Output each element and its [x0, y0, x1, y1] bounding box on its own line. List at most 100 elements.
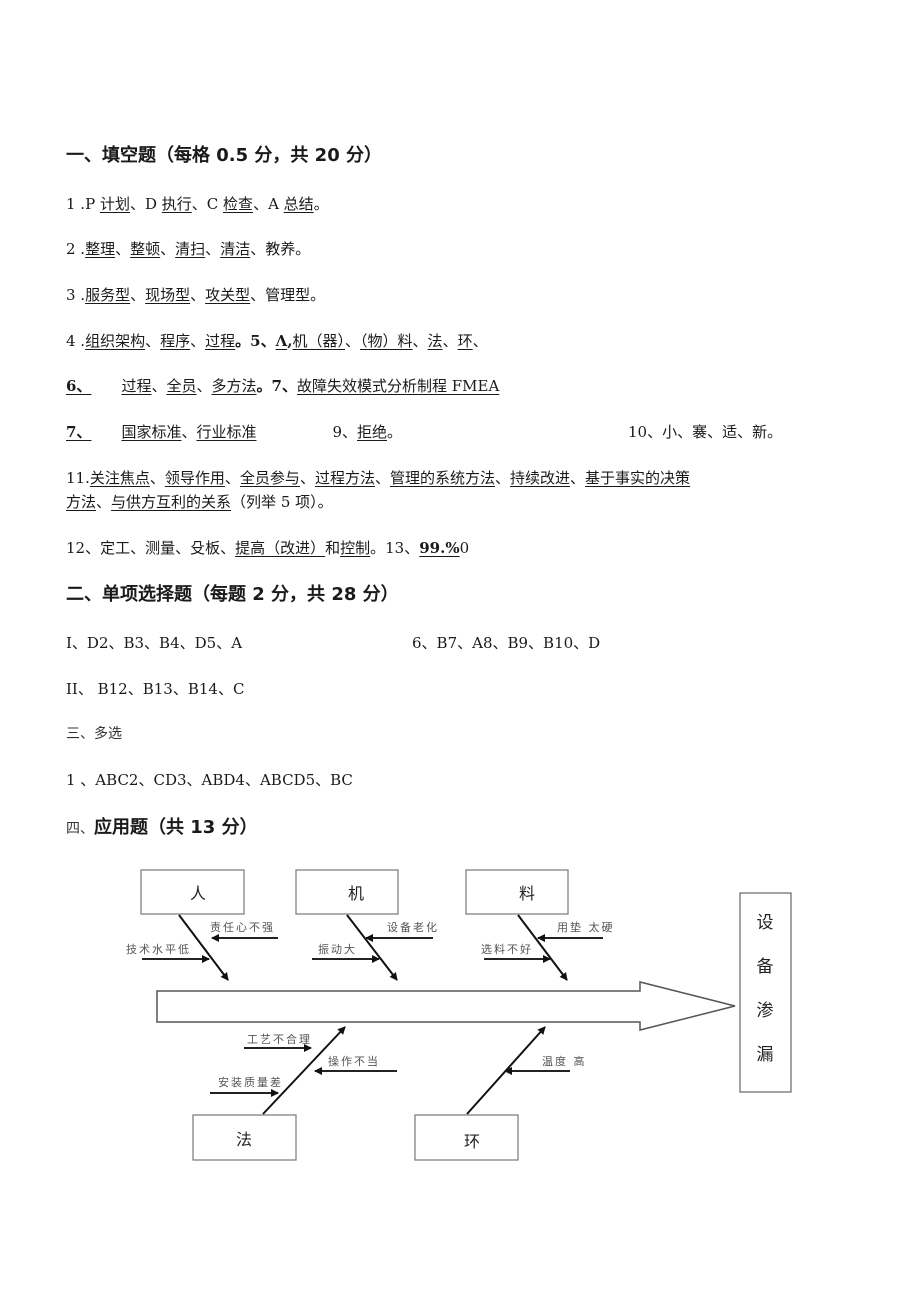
q5-answer: （物）料: [360, 332, 413, 350]
q11-answer: 领导作用: [164, 469, 225, 487]
q11-answer: 管理的系统方法: [389, 469, 495, 487]
q10-answer: 10、小、褰、适、新。: [628, 423, 783, 441]
q3-number: 3 .: [66, 286, 86, 304]
q2-text: 、: [115, 240, 131, 258]
q2-text: 、: [160, 240, 176, 258]
q3-text: 、管理型。: [250, 286, 326, 304]
category-label-environment: 环: [464, 1132, 480, 1151]
q1-text: 。: [313, 195, 329, 213]
q11-answer: 与供方互利的关系: [111, 493, 232, 511]
q1-answer: 检查: [223, 195, 254, 213]
q11-answer: 方法: [66, 493, 97, 511]
section-4-prefix: 四、: [66, 821, 94, 837]
section-2-title: 二、单项选择题（每题 2 分，共 28 分）: [66, 583, 399, 607]
q5-text: 、: [345, 332, 361, 350]
category-box-environment: [414, 1114, 519, 1161]
q1-answer: 执行: [161, 195, 192, 213]
q12-answer: 提高（改进）: [235, 539, 326, 557]
single-choice-answers-11-14: II、 B12、B13、B14、C: [66, 680, 245, 698]
q6-answer: 多方法: [211, 377, 257, 395]
q11-answer: 关注焦点: [89, 469, 150, 487]
q2-text: 、: [205, 240, 221, 258]
section-1-title-text: 一、填空题（每格 0.5 分，共 20 分）: [66, 145, 383, 166]
q2-answer: 整理: [85, 240, 116, 258]
q6-answer: 过程: [121, 377, 152, 395]
category-label-material: 料: [519, 884, 535, 903]
effect-char: 渗: [757, 1001, 774, 1021]
q11-text: 、: [299, 469, 315, 487]
multi-choice-answers-text: 1 、ABC2、CD3、ABD4、ABCD5、BC: [66, 771, 353, 789]
q11-text: 、: [495, 469, 511, 487]
category-box-people: [140, 869, 245, 915]
single-choice-row-1: I、D2、B3、B4、D5、A 6、B7、A8、B9、B10、D: [66, 633, 846, 653]
q5-text: 、: [472, 332, 488, 350]
category-label-method: 法: [236, 1130, 252, 1149]
q1-answer: 总结: [283, 195, 314, 213]
q11-answer: 持续改进: [510, 469, 571, 487]
q4-number: 4 .: [66, 332, 86, 350]
q5-text: 、: [442, 332, 458, 350]
answer-q2: 2 .整理、整顿、清扫、清洁、教养。: [66, 239, 310, 259]
q9-text: 。: [387, 423, 403, 441]
q11-text: 、: [96, 493, 112, 511]
q12-text: 12、定工、测量、殳板、: [66, 539, 236, 557]
q2-answer: 清扫: [175, 240, 206, 258]
q1-answer: 计划: [99, 195, 130, 213]
q4-text: 、: [190, 332, 206, 350]
effect-char: 漏: [757, 1045, 774, 1065]
cause-label: 技术水平低: [126, 943, 191, 956]
answer-q4-q5: 4 .组织架构、程序、过程。5、Λ,机（器）、（物）料、法、环、: [66, 331, 488, 351]
q3-answer: 服务型: [85, 286, 131, 304]
q1-text: 、A: [253, 195, 284, 213]
q6-text: 、: [196, 377, 212, 395]
q1-number: 1 .: [66, 195, 86, 213]
cause-label: 责任心不强: [210, 921, 275, 934]
q5-number: 。5、: [235, 332, 276, 350]
cause-label: 振动大: [318, 942, 357, 956]
q11-text: 、: [374, 469, 390, 487]
category-box-method: [192, 1114, 297, 1161]
q2-number: 2 .: [66, 240, 86, 258]
q12-text: 和: [325, 539, 341, 557]
category-box-machine: [295, 869, 399, 915]
spine-arrow: [156, 981, 736, 1031]
effect-box: [739, 892, 792, 1093]
single-choice-row-2: II、 B12、B13、B14、C: [66, 679, 244, 699]
cause-label: 操作不当: [328, 1054, 380, 1068]
q2-answer: 清洁: [220, 240, 251, 258]
q6-text: 、: [151, 377, 167, 395]
q9-number: 9、: [332, 423, 358, 441]
answer-q6-q7: 6、过程、全员、多方法。7、故障失效模式分析制程 FMEA: [66, 376, 499, 396]
section-4-title-text: 应用题（共 13 分）: [94, 817, 258, 838]
cause-label: 设备老化: [387, 920, 439, 934]
q4-text: 、: [145, 332, 161, 350]
q1-text: 、D: [129, 195, 162, 213]
q11-text: 、: [224, 469, 240, 487]
q11-answer: 基于事实的决策: [585, 469, 691, 487]
category-label-machine: 机: [348, 884, 364, 903]
q5-answer: Λ: [275, 332, 288, 350]
q8-answer: 国家标准: [121, 423, 182, 441]
q8-answer: 行业标准: [196, 423, 257, 441]
q9-answer: 拒绝: [357, 423, 388, 441]
q6-answer: 全员: [166, 377, 197, 395]
answer-q3: 3 .服务型、现场型、攻关型、管理型。: [66, 285, 325, 305]
section-4-title: 四、应用题（共 13 分）: [66, 816, 258, 841]
section-2-title-text: 二、单项选择题（每题 2 分，共 28 分）: [66, 584, 399, 605]
cause-label: 温度 高: [542, 1054, 587, 1068]
q2-answer: 整顿: [130, 240, 161, 258]
q1-text: 、C: [191, 195, 224, 213]
q4-answer: 过程: [205, 332, 236, 350]
answer-q1: 1 .P 计划、D 执行、C 检查、A 总结。: [66, 194, 329, 214]
q4-answer: 程序: [160, 332, 191, 350]
effect-char: 设: [757, 913, 774, 933]
cause-label: 工艺不合理: [247, 1032, 312, 1046]
q3-text: 、: [190, 286, 206, 304]
category-label-people: 人: [190, 884, 206, 903]
q12-answer: 控制: [340, 539, 371, 557]
q13-number: 。13、: [370, 539, 420, 557]
q11-answer: 过程方法: [314, 469, 375, 487]
q2-text: 、教养。: [250, 240, 311, 258]
section-3-title-text: 三、多选: [66, 726, 122, 742]
cause-label: 安装质量差: [218, 1075, 283, 1089]
